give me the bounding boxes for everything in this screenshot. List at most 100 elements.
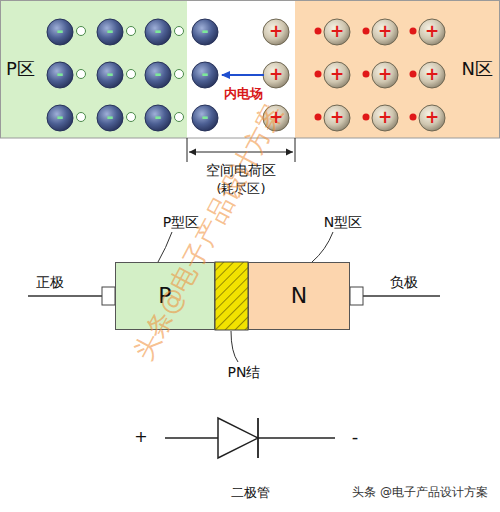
ion-charge-holder: +: [425, 66, 439, 83]
acceptor-ion: [192, 105, 218, 131]
acceptor-ion: [192, 19, 218, 45]
hole-dot: [175, 70, 184, 79]
electron-dot: [315, 28, 322, 35]
pn-junction: [215, 262, 248, 330]
electron-dot: [363, 28, 370, 35]
ion-charge-holder: -: [56, 66, 63, 83]
electron-dot: [410, 28, 417, 35]
ion-charge-holder: +: [269, 66, 283, 83]
polarity-sign-holder: -: [352, 428, 359, 446]
terminal-name: 正极: [36, 275, 64, 289]
ion-charge: -: [201, 109, 208, 126]
lead-wire: [28, 295, 102, 297]
ion-charge: +: [330, 109, 344, 126]
lead-wire: [362, 295, 440, 297]
ion-charge: -: [56, 109, 63, 126]
part-name-holder: N型区: [324, 215, 362, 229]
donor-ion: [372, 62, 398, 88]
hole-dot: [175, 27, 184, 36]
leader-line: [231, 331, 238, 362]
ion-charge-holder: +: [378, 23, 392, 40]
diode-triangle: [218, 418, 258, 458]
depletion-ground: [187, 0, 295, 138]
ion-charge: -: [106, 109, 113, 126]
ion-charge: -: [56, 66, 63, 83]
ion-charge: +: [425, 23, 439, 40]
polarity-sign: +: [134, 429, 147, 445]
ion-charge: +: [425, 66, 439, 83]
ion-group: [47, 19, 445, 131]
ion-charge-holder: -: [154, 23, 161, 40]
hole-dot: [127, 27, 136, 36]
ion-charge-holder: -: [106, 66, 113, 83]
acceptor-ion: [47, 62, 73, 88]
diode-wire: [258, 437, 335, 439]
ion-charge-holder: +: [425, 109, 439, 126]
ion-charge: +: [378, 66, 392, 83]
ion-charge-holder: +: [330, 109, 344, 126]
ion-charge-holder: +: [425, 23, 439, 40]
p-ground: [0, 0, 187, 138]
terminal: [102, 287, 115, 305]
symbol-caption-holder: 二极管: [231, 486, 270, 499]
ion-charge-holder: -: [56, 109, 63, 126]
watermark: 头条 @电子产品设计方案: [352, 486, 488, 498]
hole-dot: [127, 113, 136, 122]
ion-charge-holder: -: [201, 109, 208, 126]
ion-charge-holder: +: [378, 66, 392, 83]
ion-charge-holder: +: [330, 23, 344, 40]
hole-dot: [77, 70, 86, 79]
region-label: N区: [462, 59, 493, 80]
ion-charge-holder: +: [378, 109, 392, 126]
part-name: PN结: [228, 365, 261, 379]
n-type-box: N: [248, 262, 350, 330]
ion-charge: +: [378, 109, 392, 126]
part-name-holder: P型区: [163, 215, 199, 229]
donor-ion: [419, 105, 445, 131]
n-ground: [295, 0, 500, 138]
donor-ion: [324, 105, 350, 131]
electron-dot: [410, 71, 417, 78]
acceptor-ion: [97, 105, 123, 131]
electron-dot: [315, 71, 322, 78]
ion-charge: +: [425, 109, 439, 126]
donor-ion: [419, 19, 445, 45]
hole-dot: [77, 27, 86, 36]
ion-charge: +: [269, 23, 283, 40]
donor-ion: [263, 62, 289, 88]
region-label: N: [291, 283, 307, 308]
terminal-name: 负极: [390, 275, 418, 289]
panel-frame: [1, 1, 500, 139]
acceptor-ion: [192, 62, 218, 88]
watermark-holder: 头条 @电子产品设计方案: [352, 486, 488, 498]
ion-charge-holder: -: [106, 109, 113, 126]
hole-dot: [127, 70, 136, 79]
ion-charge-holder: +: [269, 23, 283, 40]
electron-dot: [363, 71, 370, 78]
ion-charge: -: [154, 109, 161, 126]
acceptor-ion: [47, 105, 73, 131]
part-name-holder: PN结: [228, 365, 261, 379]
hole-dot: [77, 113, 86, 122]
field-label-holder: 内电场: [224, 87, 263, 100]
ion-charge: +: [378, 23, 392, 40]
ion-charge: -: [154, 23, 161, 40]
acceptor-ion: [47, 19, 73, 45]
terminal-name-holder: 负极: [390, 275, 418, 289]
ion-charge: -: [106, 23, 113, 40]
region-label: P区: [6, 59, 35, 80]
donor-ion: [324, 62, 350, 88]
acceptor-ion: [97, 19, 123, 45]
electron-dot: [315, 114, 322, 121]
donor-ion: [419, 62, 445, 88]
ion-charge-holder: -: [154, 109, 161, 126]
p-region: P区: [0, 0, 44, 138]
ion-charge-holder: -: [201, 66, 208, 83]
acceptor-ion: [97, 62, 123, 88]
ion-charge-holder: +: [330, 66, 344, 83]
ion-charge: -: [201, 66, 208, 83]
diode-wire: [165, 437, 218, 439]
donor-ion: [372, 105, 398, 131]
ion-charge: +: [269, 66, 283, 83]
